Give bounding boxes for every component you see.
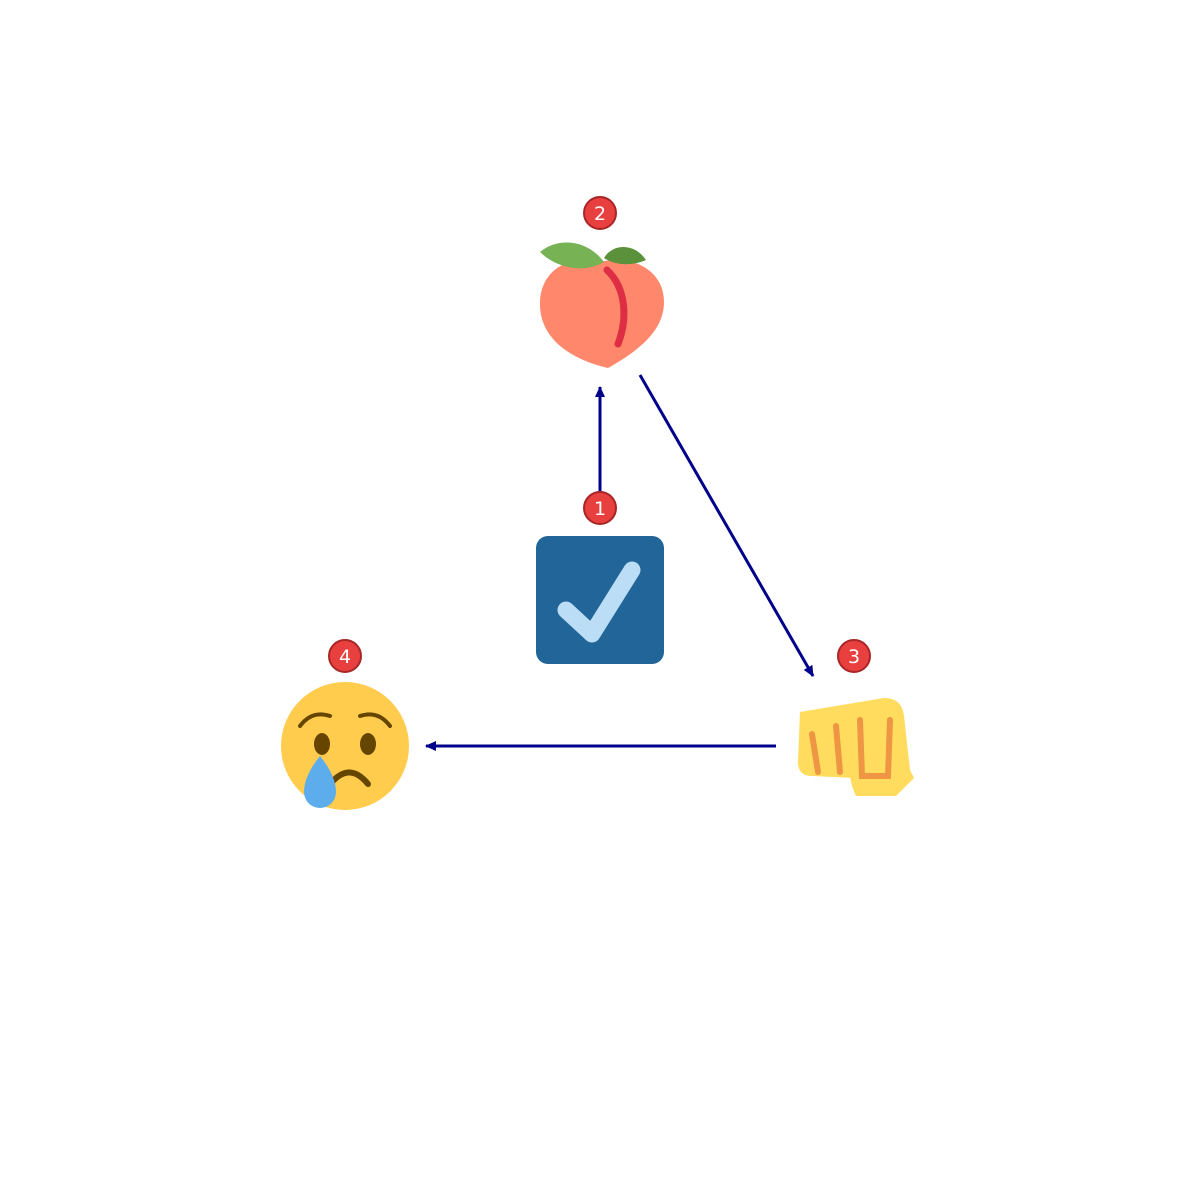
node-1: 1 (536, 491, 664, 664)
step-number: 2 (594, 203, 606, 225)
ballot-box-with-check-icon (536, 536, 664, 664)
node-4: 4 (281, 639, 409, 810)
step-badge: 4 (328, 639, 362, 673)
edges (425, 374, 815, 751)
step-badge: 1 (583, 491, 617, 525)
node-3: 3 (798, 639, 914, 796)
step-number: 3 (848, 646, 860, 668)
peach-icon (540, 242, 664, 368)
oncoming-fist-icon (798, 698, 914, 796)
step-badge: 3 (837, 639, 871, 673)
step-number: 1 (594, 498, 606, 520)
step-badge: 2 (583, 196, 617, 230)
edge-2-to-3 (638, 374, 815, 677)
node-2: 2 (540, 196, 664, 368)
step-number: 4 (339, 646, 351, 668)
crying-face-icon (281, 682, 409, 810)
